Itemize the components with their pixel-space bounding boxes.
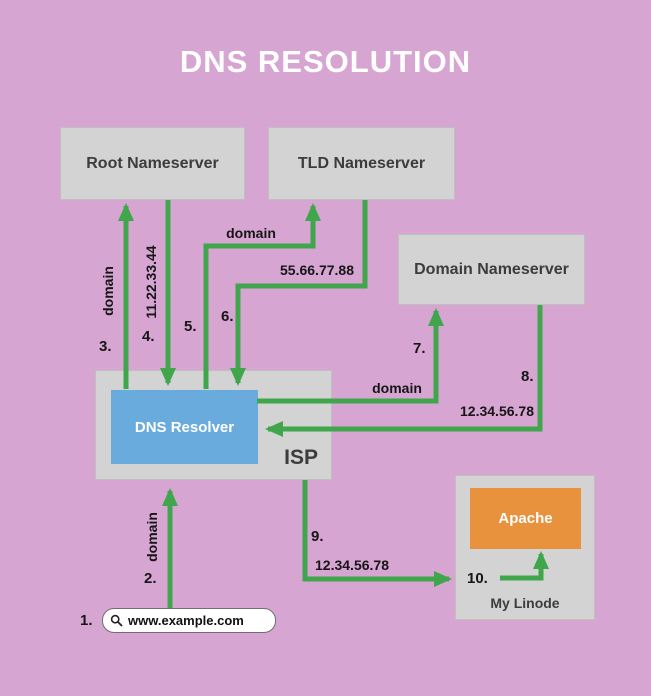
label-domain-from-client: domain (144, 512, 160, 562)
label-ip-from-domainns: 12.34.56.78 (460, 403, 534, 419)
label-domain-to-root: domain (100, 266, 116, 316)
step-10: 10. (467, 570, 488, 587)
node-root-nameserver: Root Nameserver (60, 127, 245, 200)
node-my-linode-label: My Linode (490, 595, 560, 611)
step-2: 2. (144, 570, 157, 587)
search-input-value: www.example.com (128, 613, 244, 628)
node-isp: DNS Resolver ISP (95, 370, 332, 480)
node-domain-nameserver: Domain Nameserver (398, 234, 585, 305)
node-dns-resolver: DNS Resolver (111, 390, 258, 464)
step-7: 7. (413, 340, 426, 357)
page-title: DNS RESOLUTION (179, 44, 472, 79)
node-isp-label: ISP (284, 446, 318, 469)
step-3: 3. (99, 338, 112, 355)
label-ip-to-linode: 12.34.56.78 (315, 557, 389, 573)
node-tld-nameserver-label: TLD Nameserver (297, 154, 426, 172)
step-9: 9. (311, 528, 324, 545)
label-ip-from-root: 11.22.33.44 (143, 245, 159, 319)
step-6: 6. (221, 308, 234, 325)
node-root-nameserver-label: Root Nameserver (86, 154, 219, 172)
step-4: 4. (142, 328, 155, 345)
label-ip-from-tld: 55.66.77.88 (280, 262, 354, 278)
search-input[interactable]: www.example.com (102, 608, 276, 633)
node-my-linode: Apache My Linode (455, 475, 595, 620)
node-apache: Apache (470, 488, 581, 549)
node-dns-resolver-label: DNS Resolver (134, 418, 235, 436)
node-tld-nameserver: TLD Nameserver (268, 127, 455, 200)
label-domain-to-domainns: domain (372, 380, 422, 396)
step-8: 8. (521, 368, 534, 385)
node-domain-nameserver-label: Domain Nameserver (414, 260, 569, 278)
step-1: 1. (80, 612, 93, 629)
step-5: 5. (184, 318, 197, 335)
label-domain-to-tld: domain (226, 225, 276, 241)
search-icon (110, 614, 123, 627)
node-apache-label: Apache (498, 510, 553, 527)
